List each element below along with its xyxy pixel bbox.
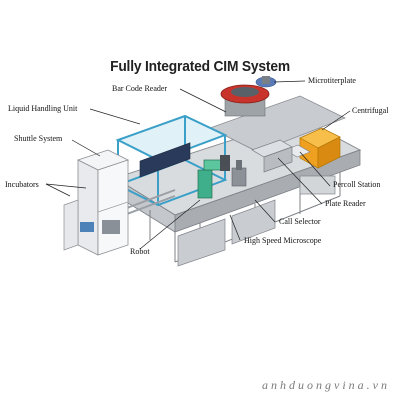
- label-centrifugal: Centrifugal: [352, 106, 389, 115]
- conveyor-rail: [208, 95, 346, 153]
- high-speed-microscope: [231, 160, 247, 187]
- watermark-text: anhduongvina.vn: [262, 378, 390, 392]
- label-call-selector: Call Selector: [279, 217, 321, 226]
- label-high-speed-microscope: High Speed Microscope: [244, 236, 322, 245]
- label-bar-code-reader: Bar Code Reader: [112, 84, 168, 93]
- incubator-cabinets: [63, 149, 130, 256]
- centrifuge-unit: [299, 127, 341, 169]
- label-liquid-handling-unit: Liquid Handling Unit: [8, 104, 78, 113]
- diagram-title: Fully Integrated CIM System: [110, 58, 290, 75]
- liquid-handling-enclosure: [115, 114, 228, 207]
- microtiterplate-carousel: [220, 76, 277, 117]
- label-robot: Robot: [130, 247, 150, 256]
- leader-lines: [45, 80, 351, 250]
- label-incubators: Incubators: [5, 180, 39, 189]
- label-percoll-station: Percoll Station: [333, 180, 381, 189]
- lower-cabinet-1: [177, 218, 226, 267]
- liquid-handler-deck: [139, 142, 191, 178]
- label-plate-reader: Plate Reader: [325, 199, 366, 208]
- lower-cabinet-2: [231, 199, 276, 245]
- label-microtiterplate: Microtiterplate: [308, 76, 356, 85]
- label-shuttle-system: Shuttle System: [14, 134, 63, 143]
- lower-cabinet-3: [299, 175, 336, 195]
- robot-arm: [197, 155, 230, 199]
